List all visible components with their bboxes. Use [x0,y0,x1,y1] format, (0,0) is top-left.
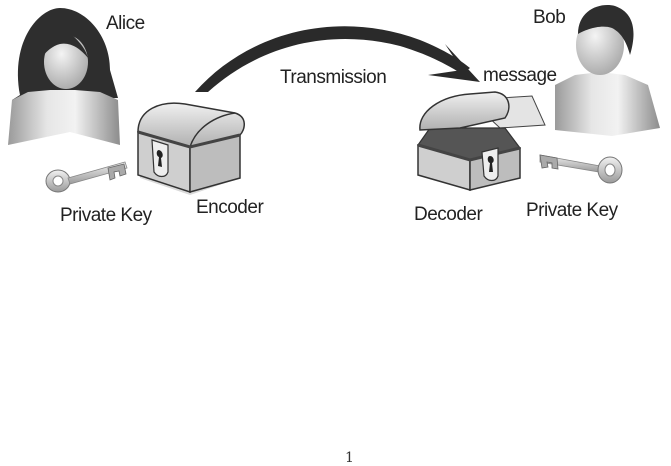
page-number: 1 [345,450,354,466]
bob-name-label: Bob [533,8,565,27]
bob-key-label: Private Key [526,201,618,220]
alice-key-label: Private Key [60,206,152,225]
alice-name-label: Alice [106,14,145,33]
encoder-chest-icon [138,103,244,195]
encoder-label: Encoder [196,198,263,217]
message-label: message [483,66,557,85]
bob-icon [555,5,660,136]
alice-private-key-icon [46,162,127,192]
alice-icon [8,8,120,145]
decoder-chest-icon [418,92,545,190]
transmission-label: Transmission [280,68,386,87]
decoder-label: Decoder [414,205,482,224]
bob-private-key-icon [540,155,622,183]
